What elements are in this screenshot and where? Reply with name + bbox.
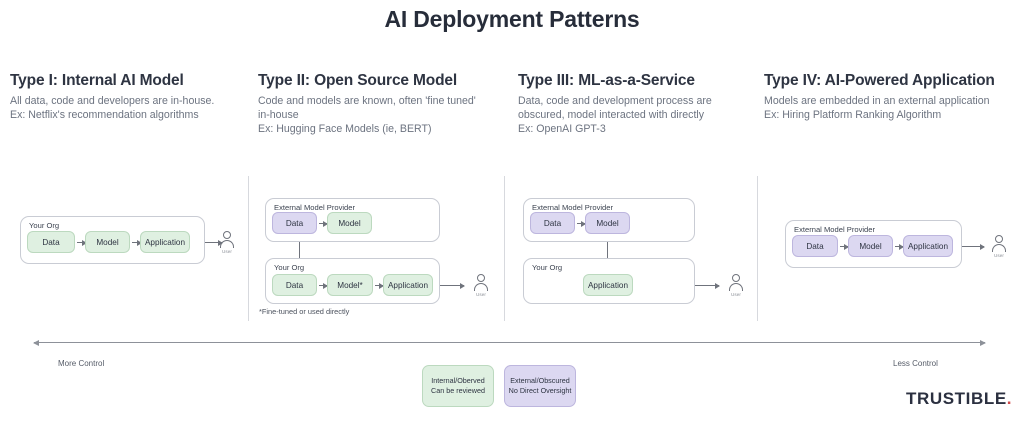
node-data[interactable]: Data [272, 212, 317, 234]
user-head-icon [477, 274, 485, 282]
spectrum-label-less-control: Less Control [893, 359, 938, 368]
column-description-line: Ex: OpenAI GPT-3 [518, 123, 606, 136]
user-head-icon [223, 231, 231, 239]
column-description-line: Code and models are known, often 'fine t… [258, 95, 476, 107]
legend-item-internal: Internal/Oberved Can be reviewed [422, 365, 494, 407]
node-model[interactable]: Model* [327, 274, 373, 296]
group-label: Your Org [532, 263, 563, 272]
column-description-line: Ex: Hugging Face Models (ie, BERT) [258, 123, 432, 136]
column-description-line: Ex: Hiring Platform Ranking Algorithm [764, 109, 942, 122]
column-title: Type IV: AI-Powered Application [764, 72, 995, 89]
column-heading-type-3: Type III: ML-as-a-Service Data, code and… [518, 72, 712, 137]
user-icon: User [988, 235, 1010, 258]
column-divider [248, 176, 249, 321]
node-application[interactable]: Application [140, 231, 190, 253]
node-model[interactable]: Model [85, 231, 130, 253]
column-description-line: Models are embedded in an external appli… [764, 95, 990, 107]
group-label: External Model Provider [532, 203, 614, 212]
arrow-org-to-user [695, 282, 720, 289]
brand-name: TRUSTIBLE [906, 389, 1007, 408]
arrow-data-to-model [577, 220, 586, 227]
column-divider [757, 176, 758, 321]
node-data[interactable]: Data [27, 231, 75, 253]
arrow-provider-to-user [962, 243, 985, 250]
column-heading-type-2: Type II: Open Source Model Code and mode… [258, 72, 476, 137]
user-label: User [475, 291, 487, 297]
column-description-line: Data, code and development process are [518, 95, 712, 107]
user-body-icon [474, 282, 488, 291]
user-icon: User [470, 274, 492, 297]
arrow-data-to-model [319, 282, 328, 289]
node-model[interactable]: Model [327, 212, 372, 234]
legend-line: Internal/Oberved [431, 376, 485, 385]
user-head-icon [995, 235, 1003, 243]
group-label: External Model Provider [274, 203, 356, 212]
user-label: User [730, 291, 742, 297]
column-title: Type III: ML-as-a-Service [518, 72, 695, 89]
arrow-data-to-model [319, 220, 328, 227]
node-application[interactable]: Application [383, 274, 433, 296]
user-icon: User [216, 231, 238, 254]
node-data[interactable]: Data [792, 235, 838, 257]
user-label: User [221, 248, 233, 254]
group-box-external-model-provider: External Model Provider [265, 198, 440, 242]
legend-line: External/Obscured [510, 376, 570, 385]
user-icon: User [725, 274, 747, 297]
user-head-icon [732, 274, 740, 282]
column-description-line: All data, code and developers are in-hou… [10, 95, 215, 107]
column-divider [504, 176, 505, 321]
node-application[interactable]: Application [903, 235, 953, 257]
arrow-model-to-application [132, 239, 142, 246]
user-body-icon [220, 239, 234, 248]
control-spectrum-axis [33, 339, 986, 346]
legend-line: Can be reviewed [431, 386, 485, 395]
column-heading-type-4: Type IV: AI-Powered Application Models a… [764, 72, 995, 122]
arrow-data-to-model [840, 243, 849, 250]
column-description-line: obscured, model interacted with directly [518, 109, 705, 122]
arrow-model-to-application [375, 282, 384, 289]
node-data[interactable]: Data [272, 274, 317, 296]
spectrum-label-more-control: More Control [58, 359, 105, 368]
column-description-line: in-house [258, 109, 299, 122]
user-label: User [993, 252, 1005, 258]
column-title: Type II: Open Source Model [258, 72, 458, 89]
column-description-line: Ex: Netflix's recommendation algorithms [10, 109, 199, 122]
node-model[interactable]: Model [848, 235, 893, 257]
legend-line: No Direct Oversight [508, 386, 572, 395]
user-body-icon [729, 282, 743, 291]
arrow-org-to-user [440, 282, 465, 289]
group-label: Your Org [29, 221, 60, 230]
brand-logo: TRUSTIBLE. [906, 389, 1012, 409]
node-data[interactable]: Data [530, 212, 575, 234]
group-label: External Model Provider [794, 225, 876, 234]
brand-dot: . [1006, 389, 1013, 408]
column-title: Type I: Internal AI Model [10, 72, 184, 89]
node-model[interactable]: Model [585, 212, 630, 234]
column-heading-type-1: Type I: Internal AI Model All data, code… [10, 72, 214, 122]
group-label: Your Org [274, 263, 305, 272]
page-title: AI Deployment Patterns [384, 6, 640, 32]
node-application[interactable]: Application [583, 274, 633, 296]
diagram-footnote: *Fine-tuned or used directly [259, 307, 350, 316]
user-body-icon [992, 243, 1006, 252]
arrow-model-to-application [895, 243, 904, 250]
arrow-data-to-model [77, 239, 87, 246]
legend-item-external: External/Obscured No Direct Oversight [504, 365, 576, 407]
